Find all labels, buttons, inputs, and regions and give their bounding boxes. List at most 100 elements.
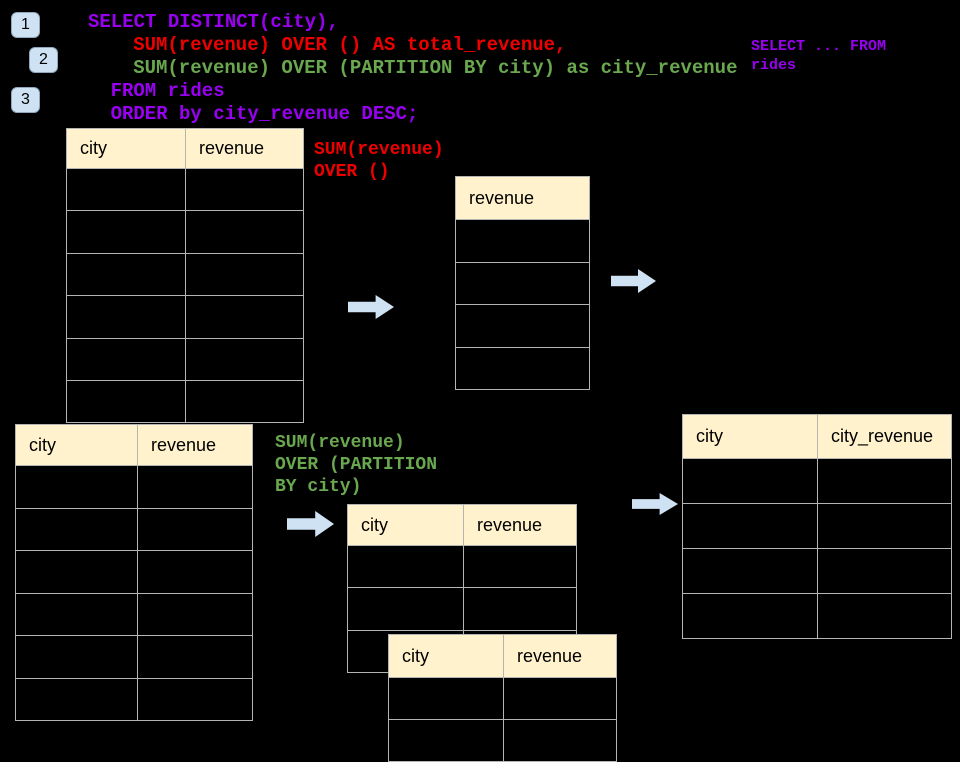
table-row [683, 594, 951, 638]
empty-cell [464, 546, 576, 587]
empty-cell [67, 169, 186, 211]
text-line: SUM(revenue) [314, 140, 444, 160]
empty-cell [348, 588, 464, 630]
empty-cell [456, 305, 589, 347]
empty-cell [683, 594, 818, 638]
table-row [456, 305, 589, 348]
empty-cell [504, 678, 616, 719]
empty-cell [683, 549, 818, 593]
table-header-row: city revenue [389, 635, 616, 678]
empty-cell [818, 594, 951, 638]
empty-cell [138, 466, 252, 508]
column-header-revenue: revenue [517, 645, 583, 666]
table-row [67, 169, 303, 212]
column-header-city: city [389, 635, 504, 677]
table-row [683, 549, 951, 594]
text-line: BY city) [275, 477, 362, 497]
column-header-city: city [16, 425, 138, 465]
text-line: OVER () [314, 162, 390, 182]
table-row [348, 546, 576, 589]
text-line: SUM(revenue) [275, 433, 405, 453]
column-header-revenue: revenue [151, 434, 217, 455]
empty-cell [138, 509, 252, 551]
empty-cell [16, 466, 138, 508]
empty-cell [683, 459, 818, 503]
table-row [67, 380, 303, 423]
empty-cell [16, 508, 138, 550]
empty-cell [456, 220, 589, 262]
table-row [348, 588, 576, 631]
arrow-right-icon [287, 511, 334, 537]
empty-cell [138, 636, 252, 678]
text-line: ORDER by city_revenue DESC; [110, 103, 419, 125]
step-badge-3-label: 3 [21, 91, 30, 108]
table-rides-bottom: city revenue [15, 424, 253, 721]
empty-cell [138, 551, 252, 593]
table-row [16, 636, 252, 679]
table-row [456, 348, 589, 390]
table-row [67, 338, 303, 381]
empty-cell [186, 339, 303, 380]
table-row [456, 220, 589, 263]
step-badge-3: 3 [11, 87, 40, 113]
empty-cell [67, 253, 186, 296]
table-row [16, 551, 252, 594]
table-row [389, 720, 616, 761]
table-row [16, 508, 252, 551]
empty-cell [464, 588, 576, 629]
table-header-row: revenue [456, 177, 589, 220]
empty-cell [683, 504, 818, 548]
sum-over-label: SUM(revenue)OVER () [314, 139, 444, 183]
column-header-city_revenue: city_revenue [831, 426, 934, 446]
arrow-right-icon [348, 295, 394, 319]
table-partition-overlay: city revenue [388, 634, 617, 762]
empty-cell [389, 678, 504, 719]
empty-cell [186, 169, 303, 210]
empty-cell [818, 459, 951, 503]
empty-cell [456, 348, 589, 390]
table-row [683, 504, 951, 549]
empty-cell [186, 381, 303, 422]
empty-cell [67, 296, 186, 338]
text-line: SELECT ... FROM [751, 38, 887, 55]
table-row [683, 459, 951, 504]
arrow-right-icon [632, 493, 678, 515]
step-badge-1: 1 [11, 12, 40, 38]
empty-cell [818, 549, 951, 593]
text-line: FROM rides [110, 80, 225, 102]
table-row [389, 678, 616, 720]
empty-cell [67, 380, 186, 423]
empty-cell [186, 296, 303, 337]
table-row [16, 466, 252, 509]
table-row [67, 253, 303, 297]
empty-cell [16, 593, 138, 635]
empty-cell [16, 678, 138, 720]
table-row [456, 263, 589, 305]
column-header-city: city [67, 129, 186, 168]
empty-cell [818, 504, 951, 548]
table-total-revenue-result: revenue [455, 176, 590, 390]
column-header-city: city [348, 505, 464, 545]
table-row [67, 211, 303, 254]
empty-cell [67, 338, 186, 380]
table-row [67, 296, 303, 339]
table-row [16, 593, 252, 636]
column-header-revenue: revenue [469, 187, 535, 208]
table-header-row: city city_revenue [683, 415, 951, 459]
empty-cell [186, 254, 303, 295]
column-header-city: city [683, 415, 818, 458]
arrow-right-icon [611, 269, 656, 293]
text-line: SUM(revenue) OVER () AS total_revenue, [133, 34, 567, 56]
empty-cell [389, 720, 504, 761]
step-badge-2: 2 [29, 47, 58, 73]
text-line: OVER (PARTITION [275, 455, 438, 475]
slide-canvas: { "colors": { "background": "#000000", "… [11, 11, 952, 762]
empty-cell [16, 551, 138, 593]
text-line: SELECT DISTINCT(city), [88, 11, 339, 33]
